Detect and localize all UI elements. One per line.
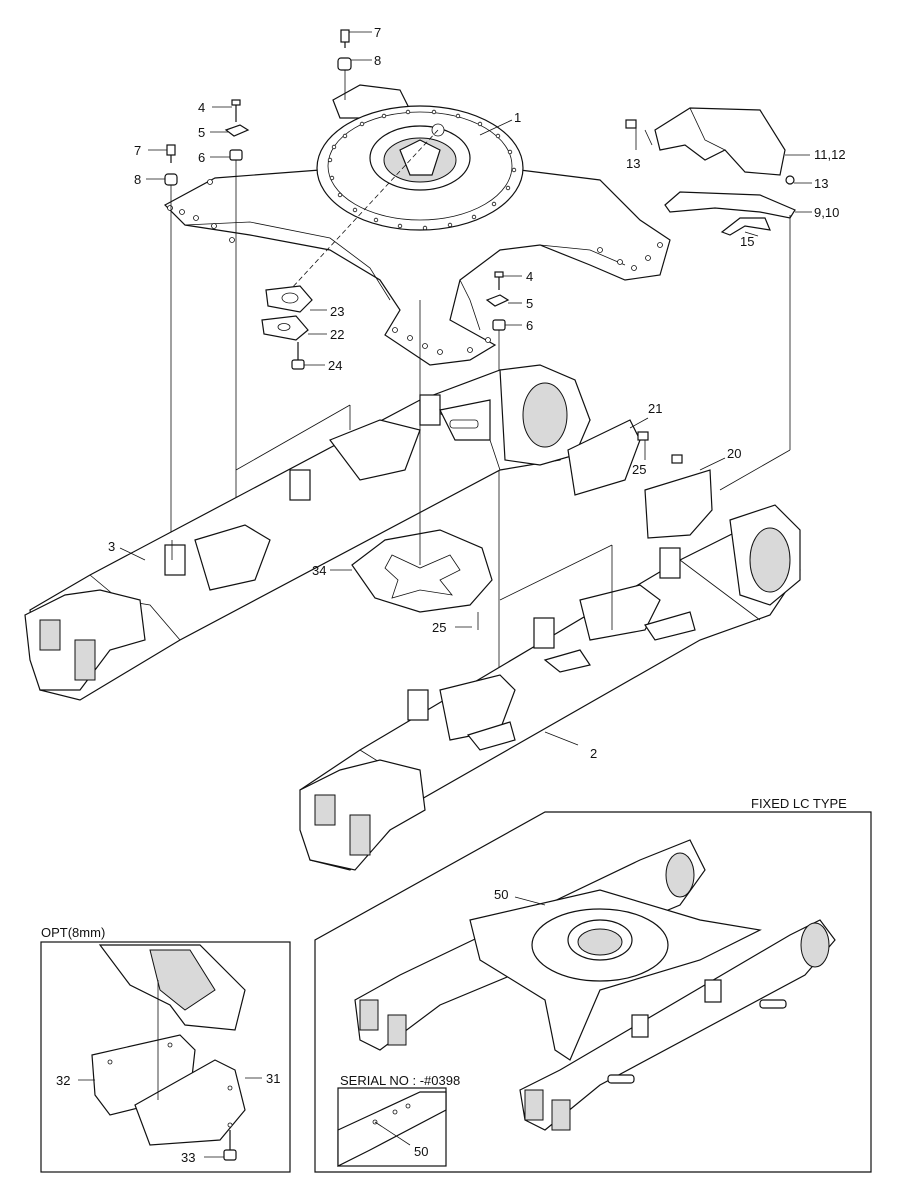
flange-bolt-holes xyxy=(167,102,663,355)
label-13-right: 13 xyxy=(814,176,828,191)
cover-plate-21 xyxy=(567,419,649,496)
center-plate-34 xyxy=(351,300,493,613)
fastener-stack-4-5-6-left xyxy=(224,99,250,520)
cover-plate-20 xyxy=(644,454,713,539)
left-track-frame xyxy=(24,364,591,701)
label-leaders xyxy=(78,31,812,1158)
assembly-lines xyxy=(171,129,791,630)
part-labels: 7 8 4 5 6 7 8 1 13 11,12 13 9,10 15 23 2… xyxy=(56,25,846,1165)
label-11-12: 11,12 xyxy=(814,147,846,162)
label-50-inset: 50 xyxy=(414,1144,428,1159)
label-1: 1 xyxy=(514,110,521,125)
label-3: 3 xyxy=(108,539,115,554)
label-6-left: 6 xyxy=(198,150,205,165)
fastener-stack-4-5-6-right xyxy=(485,271,510,690)
label-24: 24 xyxy=(328,358,342,373)
label-8-top: 8 xyxy=(374,53,381,68)
label-20: 20 xyxy=(727,446,741,461)
label-6-right: 6 xyxy=(526,318,533,333)
opt-panel xyxy=(40,941,291,1173)
label-2: 2 xyxy=(590,746,597,761)
label-5-left: 5 xyxy=(198,125,205,140)
label-9-10: 9,10 xyxy=(814,205,839,220)
fastener-stack-7-8-left xyxy=(164,144,178,540)
label-5-right: 5 xyxy=(526,296,533,311)
plates-22-23-24 xyxy=(261,285,313,370)
label-34: 34 xyxy=(312,563,326,578)
label-21: 21 xyxy=(648,401,662,416)
label-8-left: 8 xyxy=(134,172,141,187)
fixed-lc-title: FIXED LC TYPE xyxy=(751,796,847,811)
label-4-left: 4 xyxy=(198,100,205,115)
cover-assembly xyxy=(625,107,796,236)
label-25-right: 25 xyxy=(632,462,646,477)
center-frame xyxy=(164,84,671,366)
label-25-center: 25 xyxy=(432,620,446,635)
label-32: 32 xyxy=(56,1073,70,1088)
fixed-lc-panel xyxy=(314,811,872,1173)
label-7-left: 7 xyxy=(134,143,141,158)
label-23: 23 xyxy=(330,304,344,319)
serial-number-label: SERIAL NO : -#0398 xyxy=(340,1073,460,1088)
swing-ring-bolts xyxy=(327,109,517,231)
label-13-top: 13 xyxy=(626,156,640,171)
opt-title: OPT(8mm) xyxy=(41,925,105,940)
label-15: 15 xyxy=(740,234,754,249)
label-7-top: 7 xyxy=(374,25,381,40)
label-33: 33 xyxy=(181,1150,195,1165)
label-31: 31 xyxy=(266,1071,280,1086)
label-4-right: 4 xyxy=(526,269,533,284)
label-50-main: 50 xyxy=(494,887,508,902)
fastener-stack-7-8-top xyxy=(337,29,352,100)
right-track-frame xyxy=(299,504,801,871)
label-22: 22 xyxy=(330,327,344,342)
serial-inset xyxy=(337,1087,447,1167)
